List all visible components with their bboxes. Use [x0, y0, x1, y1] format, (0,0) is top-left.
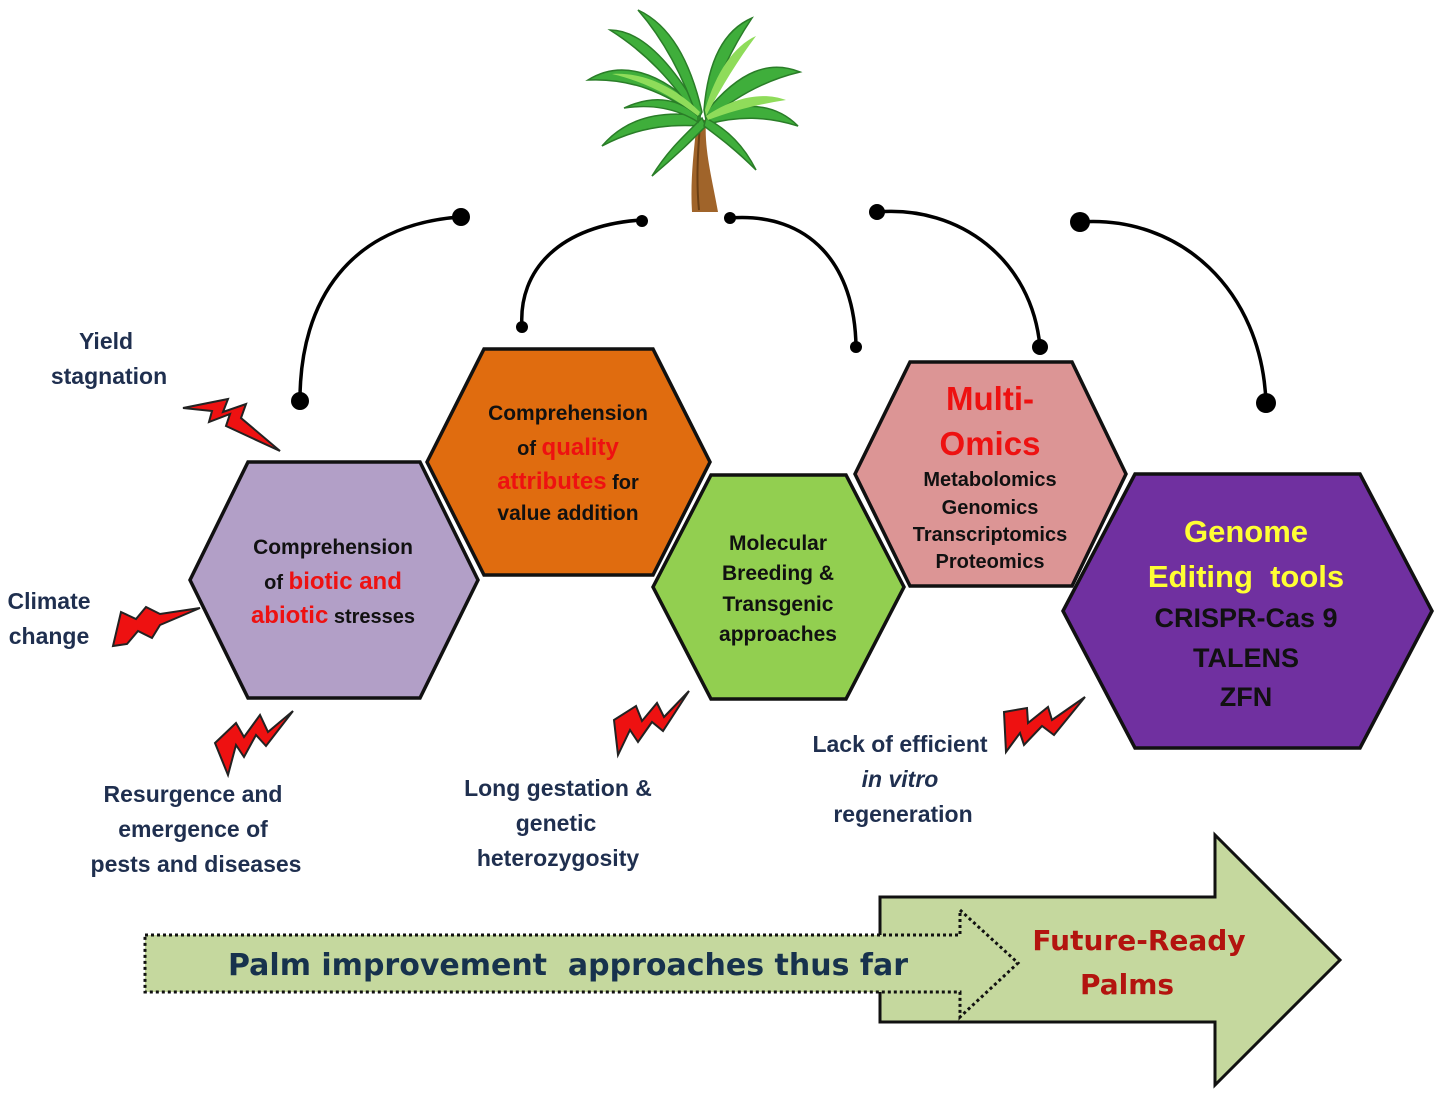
- breeding-line: approaches: [719, 623, 837, 646]
- palm-tree-icon: [585, 9, 803, 212]
- quality-hexagon-text: Comprehension of quality attributes for …: [488, 402, 648, 525]
- genome-title-line1: Genome: [1184, 514, 1308, 549]
- breeding-line: Breeding &: [722, 562, 834, 585]
- breeding-line: Molecular: [729, 532, 827, 555]
- omics-hexagon-text: Multi- Omics Metabolomics Genomics Trans…: [913, 380, 1068, 573]
- quality-line3-red: attributes: [497, 468, 606, 495]
- lightning-bolts: [111, 397, 1086, 779]
- constraint-yield-line: Yield: [79, 328, 133, 354]
- future-ready-label-line1: Future-Ready: [1032, 924, 1245, 957]
- future-ready-label-line2: Palms: [1080, 968, 1174, 1001]
- constraint-gestation-line: Long gestation &: [464, 775, 652, 801]
- omics-title-line2: Omics: [940, 425, 1041, 462]
- hexagon-molecular-breeding: [651, 473, 906, 701]
- omics-item: Metabolomics: [923, 469, 1056, 491]
- past-approaches-label: Palm improvement approaches thus far: [228, 948, 908, 983]
- omics-item: Proteomics: [936, 551, 1045, 573]
- stress-line1: Comprehension: [253, 536, 413, 559]
- genome-tool-item: CRISPR-Cas 9: [1154, 603, 1337, 633]
- constraint-pests-line: emergence of: [118, 816, 268, 842]
- connector-genome: [1079, 219, 1268, 404]
- constraint-climate-line: change: [9, 623, 90, 649]
- connector-stress: [298, 215, 461, 401]
- lightning-bolt-icon: [1002, 696, 1086, 755]
- lightning-bolt-icon: [612, 690, 690, 759]
- omics-item: Transcriptomics: [913, 524, 1068, 546]
- hexagon-quality-attributes: [425, 347, 712, 577]
- constraint-invitro-line3: regeneration: [833, 801, 972, 827]
- quality-line4: value addition: [497, 502, 638, 525]
- stress-line2-pre: of: [264, 572, 288, 594]
- constraint-yield-line: stagnation: [51, 363, 167, 389]
- breeding-hexagon-text: Molecular Breeding & Transgenic approach…: [719, 532, 837, 646]
- stress-line3-red: abiotic: [251, 602, 328, 629]
- stress-line2-red: biotic and: [289, 568, 402, 595]
- genome-tool-item: TALENS: [1193, 643, 1299, 673]
- constraint-invitro-line1: Lack of efficient: [812, 731, 987, 757]
- quality-line2-pre: of: [517, 438, 541, 460]
- hexagon-biotic-abiotic-stresses: [188, 460, 480, 700]
- connector-quality: [520, 218, 643, 328]
- connector-breeding: [729, 215, 858, 348]
- lightning-bolt-icon: [213, 710, 294, 779]
- lightning-bolt-icon: [182, 397, 281, 452]
- future-ready-arrow: [878, 831, 1343, 1089]
- connector-dots: [291, 204, 1276, 413]
- quality-line2-red: quality: [542, 434, 620, 461]
- constraint-pests-line: pests and diseases: [91, 851, 302, 877]
- connector-curves: [298, 209, 1268, 404]
- svg-text:abiotic stresses: abiotic stresses: [251, 602, 415, 629]
- lightning-bolt-icon: [111, 605, 201, 648]
- genome-hexagon-text: Genome Editing tools CRISPR-Cas 9 TALENS…: [1148, 514, 1344, 712]
- constraint-pests-line: Resurgence and: [104, 781, 283, 807]
- hexagon-multi-omics: [853, 360, 1128, 588]
- svg-text:of biotic and: of biotic and: [264, 568, 402, 595]
- constraint-labels: Yield stagnation Climate change Resurgen…: [7, 328, 987, 877]
- connector-omics: [876, 209, 1042, 348]
- breeding-line: Transgenic: [723, 593, 834, 616]
- stress-line3-post: stresses: [328, 606, 415, 628]
- quality-line3-post: for: [607, 472, 639, 494]
- svg-text:of quality: of quality: [517, 434, 619, 461]
- constraint-invitro-line2: in vitro: [862, 766, 939, 792]
- stress-hexagon-text: Comprehension of biotic and abiotic stre…: [251, 536, 415, 629]
- omics-item: Genomics: [942, 497, 1039, 519]
- constraint-gestation-line: genetic: [516, 810, 597, 836]
- svg-text:attributes for: attributes for: [497, 468, 639, 495]
- constraint-climate-line: Climate: [7, 588, 90, 614]
- hexagon-genome-editing: [1061, 472, 1434, 750]
- past-approaches-arrow: [143, 906, 1021, 1021]
- quality-line1: Comprehension: [488, 402, 648, 425]
- genome-tool-item: ZFN: [1220, 682, 1272, 712]
- genome-title-line2: Editing tools: [1148, 559, 1344, 594]
- constraint-gestation-line: heterozygosity: [477, 845, 640, 871]
- omics-title-line1: Multi-: [946, 380, 1034, 417]
